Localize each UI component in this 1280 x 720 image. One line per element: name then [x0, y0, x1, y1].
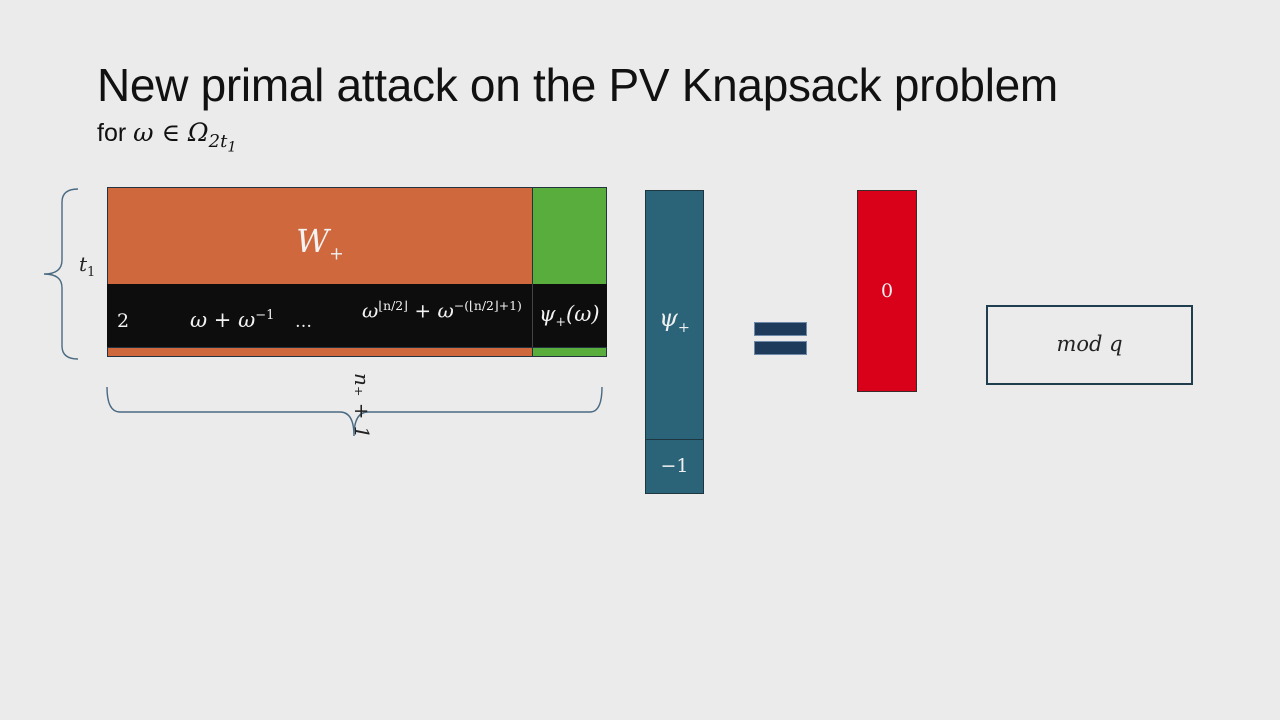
height-label: t1 [79, 252, 95, 280]
equals-sign-top-bar [754, 322, 807, 336]
row-entry-ellipsis: … [295, 312, 312, 332]
width-label: n₊ + 1 [350, 373, 374, 439]
w-label-sub: + [329, 244, 344, 265]
vector-minus-one-block [645, 439, 704, 494]
zero-vector-block [857, 190, 917, 392]
subtitle-math-main: ω ∈ Ω [133, 118, 209, 147]
subtitle-math-sub: 2t [208, 131, 228, 152]
row-entry-two: 2 [117, 310, 130, 332]
psi-omega-tail: (ω) [566, 302, 600, 326]
matrix-green-strip [532, 347, 607, 357]
vector-psi-label: ψ+ [645, 304, 704, 336]
matrix-w-plus-label: W+ [107, 222, 533, 264]
zero-vector-label: 0 [880, 280, 894, 302]
row-entry-omega-floor: ω⌊n/2⌋ + ω−(⌊n/2⌋+1) [362, 298, 522, 323]
matrix-green-column-top [532, 187, 607, 285]
vector-psi-block [645, 190, 704, 440]
subtitle-math: ω ∈ Ω2t1 [133, 118, 236, 156]
subtitle-math-subsub: 1 [227, 139, 237, 156]
omega-inv-main: ω + ω [190, 308, 256, 332]
height-brace [43, 188, 79, 360]
height-label-sub: 1 [87, 265, 96, 280]
omega-floor-base: ω [362, 298, 379, 323]
row-entry-omega-inverse: ω + ω−1 [190, 308, 274, 332]
slide-title: New primal attack on the PV Knapsack pro… [97, 59, 1058, 111]
matrix-orange-strip [107, 347, 533, 357]
omega-floor-sup1: ⌊n/2⌋ [378, 298, 409, 313]
omega-floor-sup2: −(⌊n/2⌋+1) [453, 298, 522, 313]
psi-omega-main: ψ [539, 302, 556, 326]
vector-minus-one-label: −1 [660, 455, 689, 477]
vector-psi-sub: + [677, 319, 690, 336]
height-label-main: t [79, 252, 88, 276]
vector-psi-main: ψ [659, 304, 678, 332]
matrix-psi-cell [532, 284, 607, 348]
slide-subtitle: for ω ∈ Ω2t1 [97, 118, 236, 156]
mod-q-label: mod q [1056, 332, 1123, 356]
mod-q-box [986, 305, 1193, 385]
width-brace [106, 386, 603, 437]
equals-sign-bottom-bar [754, 341, 807, 355]
subtitle-prefix: for [97, 119, 134, 147]
omega-inv-sup: −1 [255, 308, 275, 323]
omega-floor-mid: + ω [408, 298, 454, 323]
psi-omega-sub: + [555, 314, 567, 330]
matrix-w-plus-block [107, 187, 533, 285]
row-entry-psi-omega: ψ+(ω) [539, 302, 600, 329]
matrix-omega-row [107, 284, 533, 348]
w-label-main: W [296, 222, 330, 260]
